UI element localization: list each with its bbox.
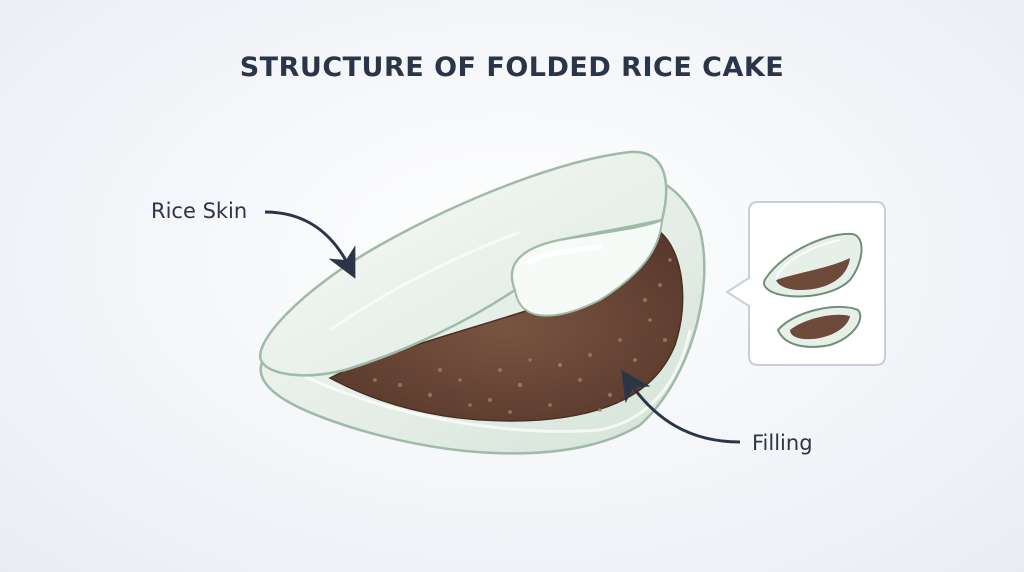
rice-skin-arrow	[264, 210, 356, 279]
filling-arrow	[621, 370, 741, 444]
filling	[328, 230, 684, 422]
flap-curl	[511, 218, 664, 317]
filling-label: Filling	[752, 431, 813, 455]
diagram-title: STRUCTURE OF FOLDED RICE CAKE	[239, 52, 785, 83]
cross-section-inset	[725, 201, 886, 366]
top-skin-flap	[259, 150, 668, 377]
rice-skin-label: Rice Skin	[151, 199, 248, 223]
filling-texture	[373, 258, 672, 414]
